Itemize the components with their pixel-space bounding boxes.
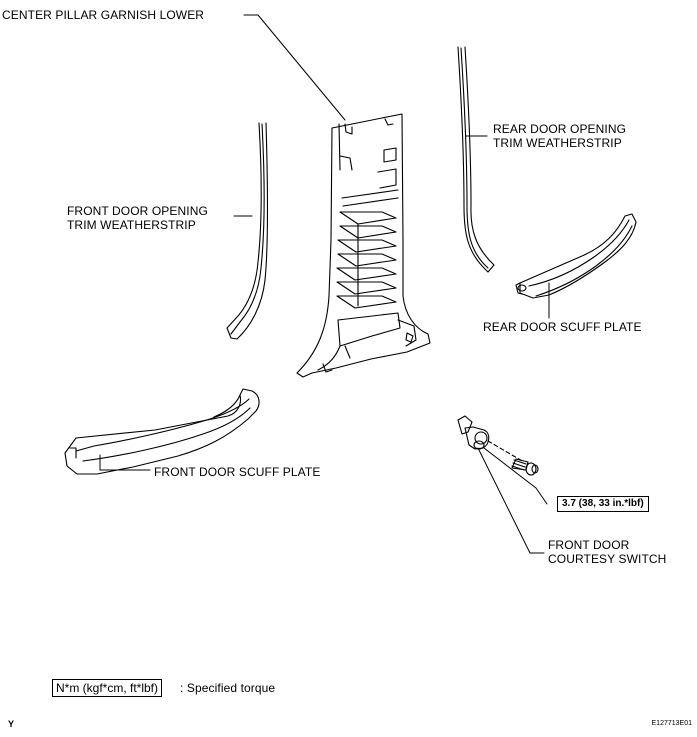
legend-torque-unit-box: N*m (kgf*cm, ft*lbf) [52,679,163,697]
torque-spec-box: 3.7 (38, 33 in.*lbf) [557,496,649,512]
figure-id: E127713E01 [651,720,692,727]
label-courtesy-switch-line1: FRONT DOOR [548,538,630,552]
rear-weatherstrip [457,46,495,273]
label-rear-weatherstrip-line2: TRIM WEATHERSTRIP [493,136,622,150]
label-front-scuff-plate: FRONT DOOR SCUFF PLATE [154,465,321,479]
footer-left-mark: Y [8,719,15,729]
courtesy-switch [457,415,490,450]
pillar-ribs [336,211,397,309]
screw-guide-line [487,440,525,463]
label-front-weatherstrip-line1: FRONT DOOR OPENING [67,204,208,218]
label-front-weatherstrip-line2: TRIM WEATHERSTRIP [67,218,196,232]
leader-lines [99,14,550,554]
label-rear-scuff-plate: REAR DOOR SCUFF PLATE [483,320,642,334]
front-scuff-plate [64,388,260,475]
label-rear-weatherstrip-line1: REAR DOOR OPENING [493,122,627,136]
screw [511,458,539,476]
center-pillar-garnish [296,113,431,378]
front-weatherstrip [226,122,268,340]
label-center-pillar-garnish: CENTER PILLAR GARNISH LOWER [2,8,205,22]
legend-torque-text: : Specified torque [180,681,276,695]
label-courtesy-switch-line2: COURTESY SWITCH [548,552,667,566]
rear-scuff-plate [515,213,637,299]
